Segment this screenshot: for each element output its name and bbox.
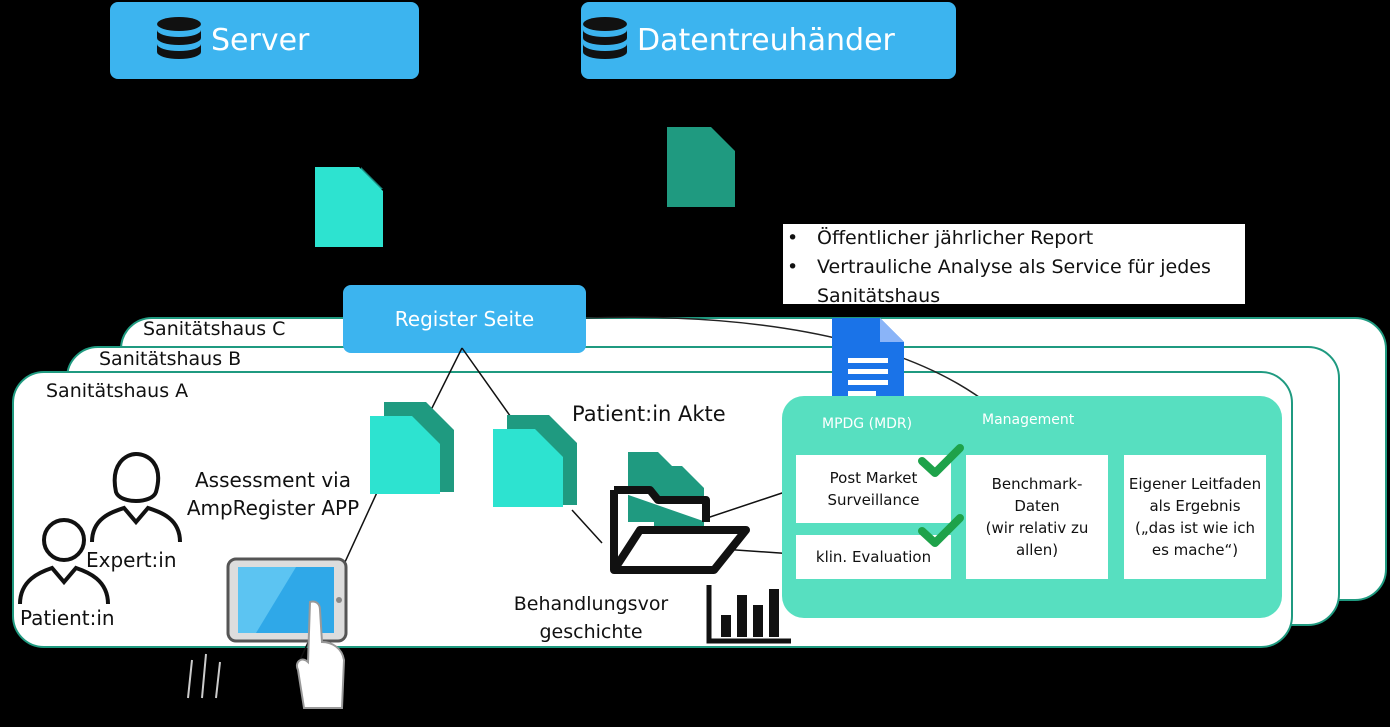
documents-stack-icon	[493, 415, 577, 507]
house-b-label: Sanitätshaus B	[99, 348, 242, 370]
database-icon	[583, 16, 627, 59]
folder-icon	[610, 452, 750, 574]
mpdg-label: MPDG (MDR)	[822, 416, 913, 432]
report-document-icon	[832, 318, 904, 404]
benchmark-line: allen)	[1015, 541, 1059, 559]
pms-line: Post Market	[829, 469, 918, 487]
datentreuhaender-box: Datentreuhänder	[581, 2, 956, 79]
expert-label: Expert:in	[86, 548, 177, 572]
history-label: Behandlungsvor geschichte	[500, 590, 682, 646]
house-c-label: Sanitätshaus C	[143, 318, 286, 340]
documents-stack-icon	[370, 402, 454, 494]
hand-icon	[296, 600, 346, 709]
clinical-evaluation-box: klin. Evaluation	[796, 535, 951, 579]
management-label: Management	[982, 412, 1075, 428]
house-a-label: Sanitätshaus A	[46, 380, 189, 402]
assessment-line: Assessment via	[195, 468, 351, 492]
benchmark-line: Benchmark-	[991, 475, 1083, 493]
report-box: Öffentlicher jährlicher Report Vertrauli…	[783, 224, 1245, 307]
guide-line: („das ist wie ich	[1135, 519, 1255, 537]
report-item: Vertrauliche Analyse als Service für jed…	[787, 253, 1237, 311]
hand-lines-icon	[187, 653, 221, 699]
document-icon	[667, 127, 735, 207]
guide-line: als Ergebnis	[1149, 497, 1241, 515]
pms-line: Surveillance	[827, 491, 920, 509]
benchmark-box: Benchmark- Daten (wir relativ zu allen)	[966, 455, 1108, 579]
guide-line: es mache“)	[1151, 541, 1239, 559]
patient-record-label: Patient:in Akte	[572, 402, 726, 426]
benchmark-line: Daten	[1014, 497, 1060, 515]
history-line: Behandlungsvor	[513, 593, 669, 615]
server-box: Server	[110, 2, 419, 79]
clinical-label: klin. Evaluation	[815, 548, 932, 566]
database-icon	[157, 16, 201, 59]
bar-chart-icon	[706, 585, 791, 644]
document-icon	[315, 167, 383, 247]
patient-label: Patient:in	[20, 606, 115, 630]
assessment-label: Assessment via AmpRegister APP	[168, 466, 378, 522]
guide-line: Eigener Leitfaden	[1128, 475, 1262, 493]
register-page-box: Register Seite	[343, 285, 586, 353]
expert-person-icon	[90, 452, 182, 543]
patient-person-icon	[18, 518, 110, 605]
assessment-line: AmpRegister APP	[186, 496, 360, 520]
benchmark-line: (wir relativ zu	[985, 519, 1089, 537]
server-label: Server	[211, 23, 310, 58]
datentreuhaender-label: Datentreuhänder	[637, 23, 895, 58]
check-icon	[918, 514, 964, 547]
report-item: Öffentlicher jährlicher Report	[787, 224, 1245, 253]
check-icon	[918, 444, 964, 477]
guide-box: Eigener Leitfaden als Ergebnis („das ist…	[1124, 455, 1266, 579]
history-line: geschichte	[539, 621, 643, 643]
